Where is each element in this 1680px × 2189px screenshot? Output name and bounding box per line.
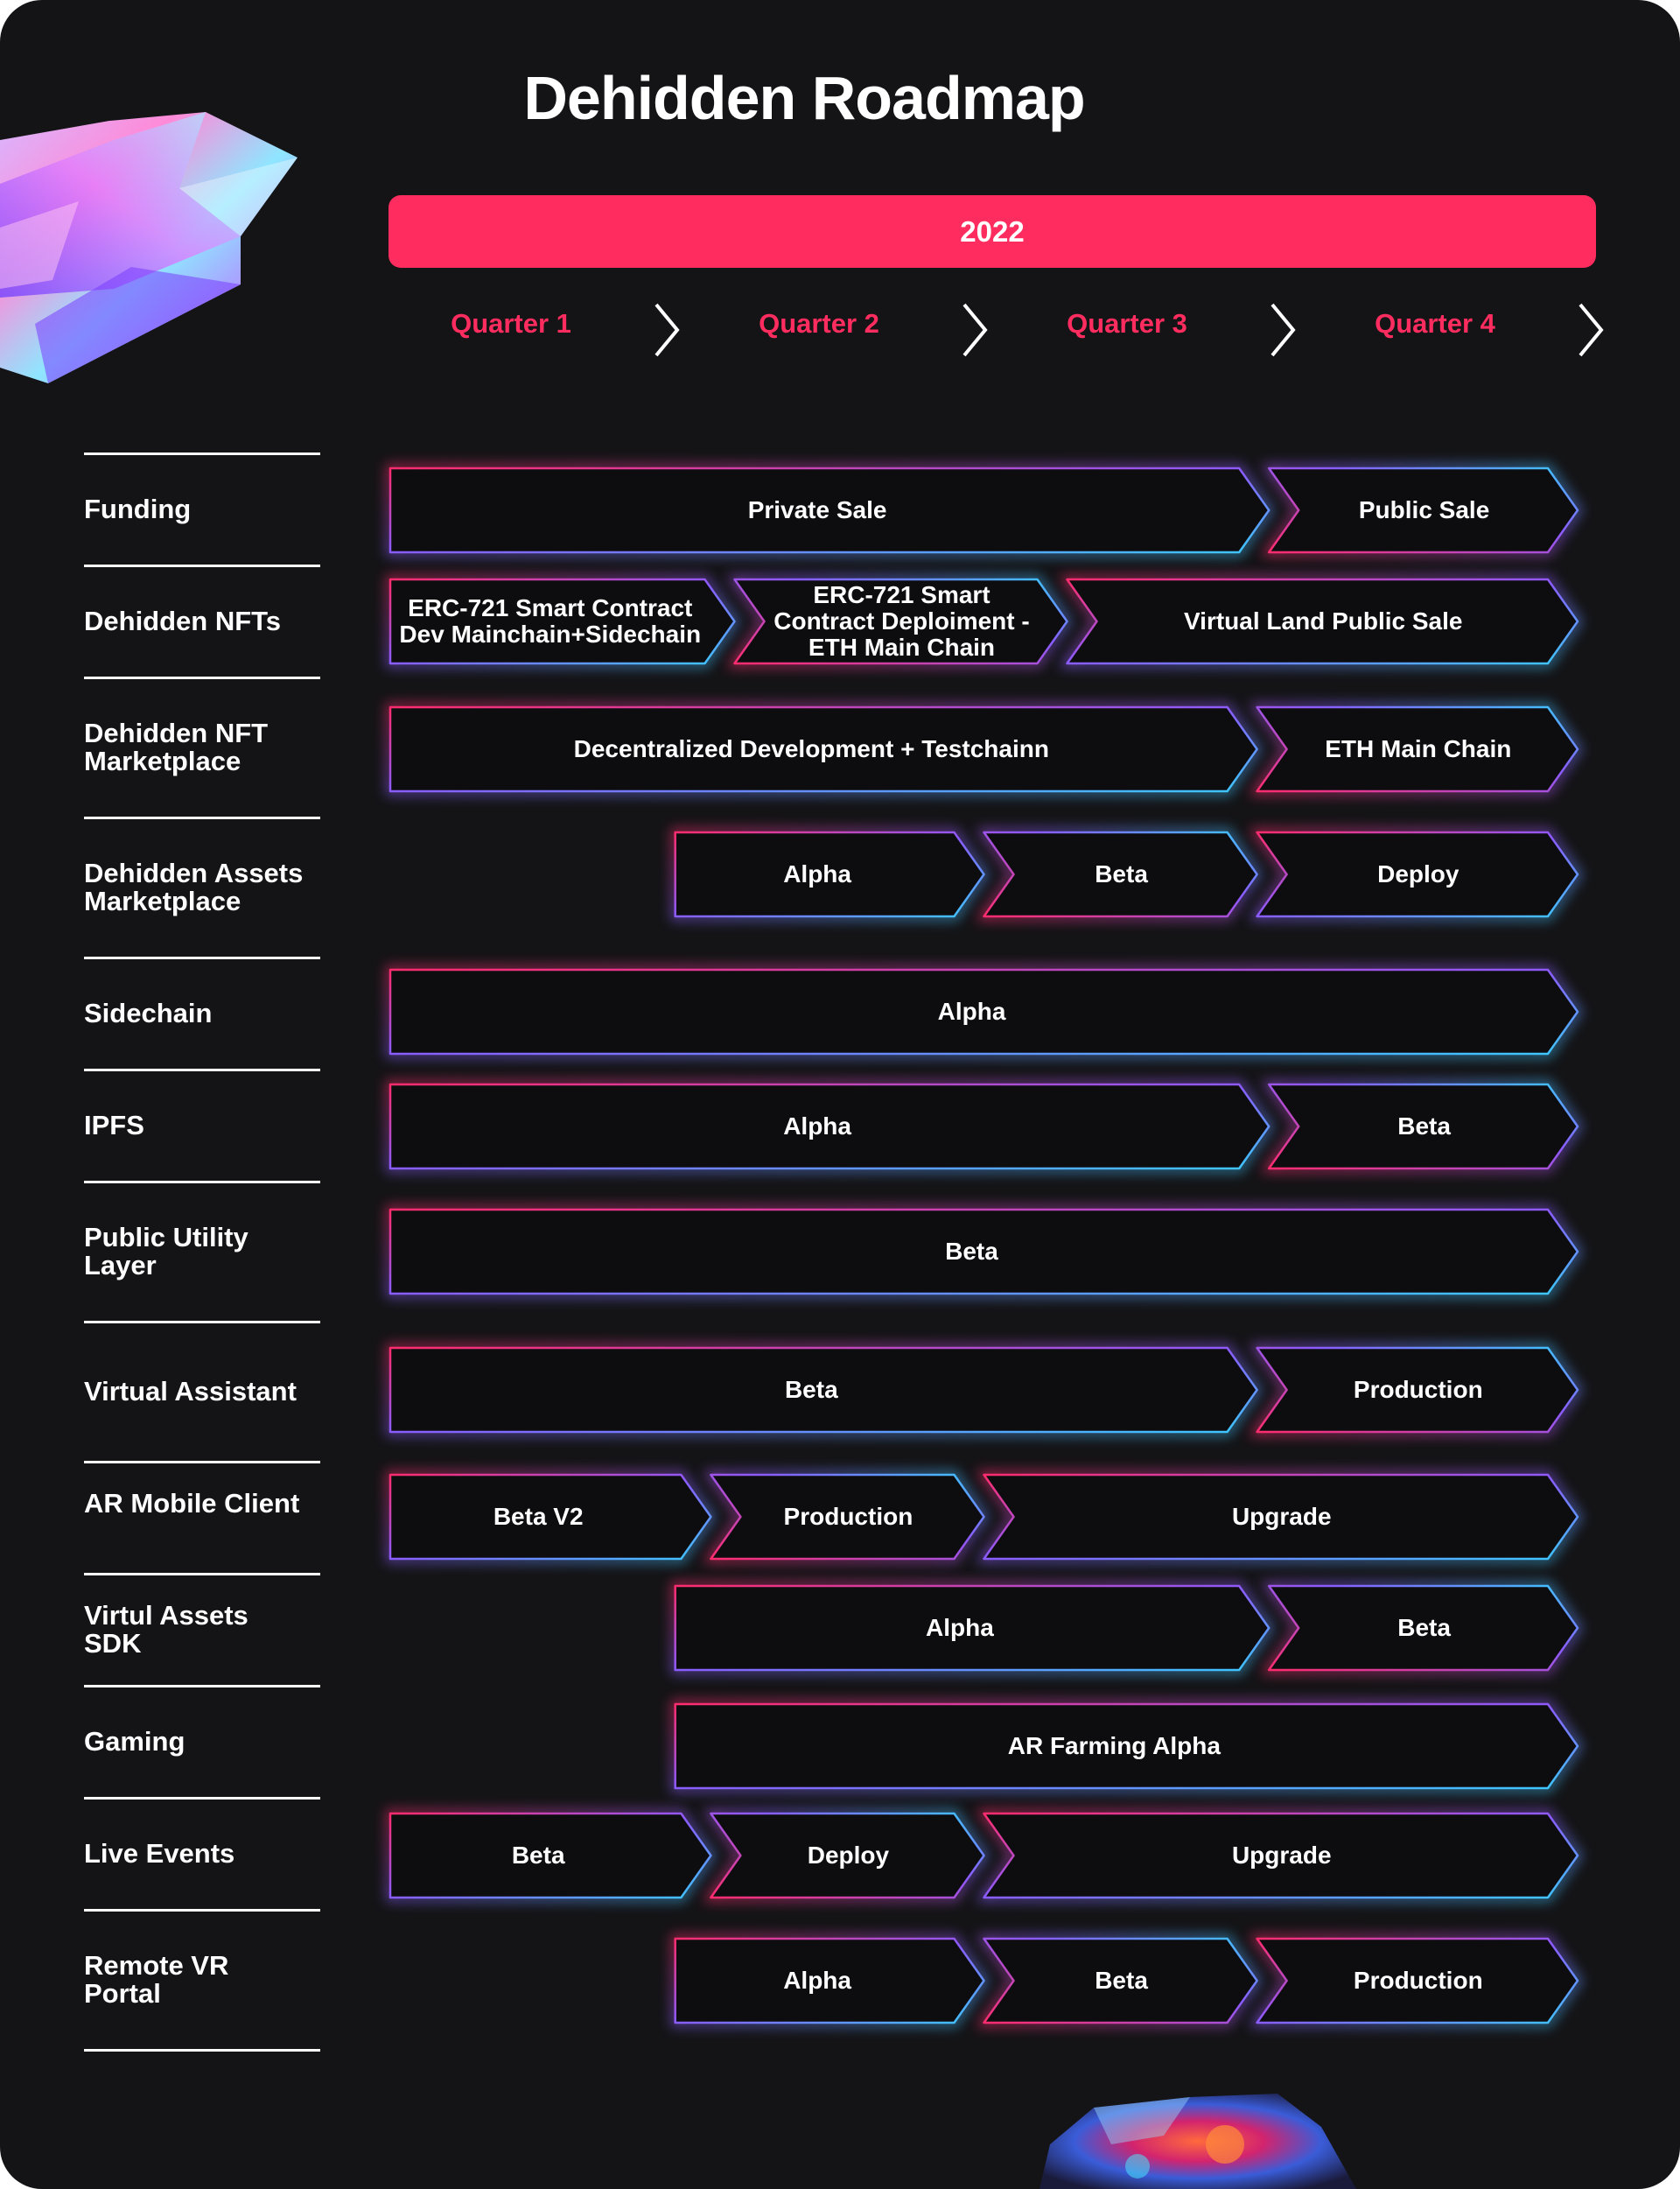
timeline-segment-label: Production [1353, 1376, 1483, 1403]
year-banner: 2022 [388, 195, 1596, 268]
chevron-right-icon [1578, 303, 1604, 357]
row-label: Dehidden Assets Marketplace [84, 858, 304, 916]
timeline-segment-label: Public Sale [1358, 496, 1490, 523]
page-title: Dehidden Roadmap [523, 64, 1085, 132]
quarter-1-label: Quarter 1 [451, 308, 571, 339]
timeline-segment-label: Decentralized Development + Testchainn [573, 735, 1049, 762]
row-label: Public Utility Layer [84, 1222, 248, 1280]
row-divider [84, 677, 320, 679]
timeline-segment-label: Private Sale [747, 496, 887, 523]
row-label: Dehidden NFTs [84, 606, 282, 636]
chevron-right-icon [1270, 303, 1296, 357]
timeline-segment-label: Beta [1397, 1614, 1451, 1641]
timeline-segment-label: Beta [1095, 1967, 1148, 1994]
row-divider [84, 817, 320, 819]
row-label: Dehidden NFT Marketplace [84, 718, 269, 776]
opal-gem-icon [1040, 2094, 1356, 2189]
row-divider [84, 957, 320, 959]
timeline-segment-label: Virtual Land Public Sale [1184, 607, 1463, 635]
timeline-segment-label: ERC-721 Smart Contract Deploiment - ETH … [774, 581, 1030, 661]
row-label: IPFS [84, 1110, 144, 1140]
quarter-2-label: Quarter 2 [759, 308, 879, 339]
timeline-segment-label: AR Farming Alpha [1007, 1732, 1221, 1759]
row-label: Gaming [84, 1726, 186, 1757]
row-divider [84, 1797, 320, 1800]
timeline-segment-label: Production [1353, 1967, 1483, 1994]
timeline-segment-label: Alpha [783, 1967, 851, 1994]
chevron-right-icon [654, 303, 680, 357]
row-divider [84, 1461, 320, 1463]
timeline-segment-label: ETH Main Chain [1325, 735, 1512, 762]
timeline-segment-label: Alpha [926, 1614, 994, 1641]
timeline-segment-label: Deploy [807, 1842, 890, 1869]
timeline-segment-label: Alpha [937, 998, 1006, 1025]
year-label: 2022 [960, 214, 1025, 248]
row-divider [84, 1685, 320, 1687]
timeline-segment-label: Beta [511, 1842, 565, 1869]
row-divider [84, 1321, 320, 1323]
timeline-segment-label: Beta [1397, 1112, 1451, 1140]
timeline-segment-label: Production [783, 1503, 914, 1530]
row-label: Live Events [84, 1838, 235, 1869]
timeline-segment-label: Upgrade [1231, 1503, 1332, 1530]
row-divider [84, 1573, 320, 1575]
quarter-3-label: Quarter 3 [1067, 308, 1187, 339]
quarter-4-label: Quarter 4 [1375, 308, 1495, 339]
row-divider [84, 1909, 320, 1912]
timeline-segment-label: Alpha [783, 1112, 851, 1140]
row-label: Virtul Assets SDK [84, 1600, 248, 1659]
timeline-segment-label: Deploy [1377, 860, 1460, 888]
row-label: Remote VR Portal [84, 1950, 229, 2009]
timeline-segment-label: Beta [1095, 860, 1148, 888]
timeline-segment-label: Beta [784, 1376, 838, 1403]
row-divider [84, 2049, 320, 2052]
chevron-right-icon [962, 303, 988, 357]
row-divider [84, 453, 320, 455]
holographic-crystal-icon [0, 112, 298, 383]
row-divider [84, 1181, 320, 1183]
timeline-segment-label: Beta V2 [493, 1503, 584, 1530]
timeline-segment-label: ERC-721 Smart Contract Dev Mainchain+Sid… [399, 594, 702, 648]
row-divider [84, 565, 320, 567]
timeline-segment-label: Beta [945, 1238, 998, 1265]
row-label: Sidechain [84, 998, 213, 1028]
row-label: Virtual Assistant [84, 1376, 297, 1407]
row-divider [84, 1069, 320, 1071]
row-label: AR Mobile Client [84, 1488, 300, 1519]
row-label: Funding [84, 494, 192, 524]
timeline-segment-label: Upgrade [1231, 1842, 1332, 1869]
timeline-segment-label: Alpha [783, 860, 851, 888]
